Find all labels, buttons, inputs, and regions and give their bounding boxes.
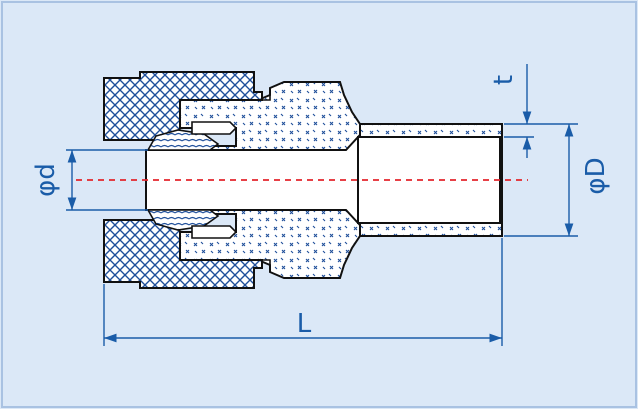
dimension-length: L bbox=[103, 238, 503, 346]
label-phi-D: φD bbox=[581, 157, 611, 194]
slot-top bbox=[191, 121, 238, 135]
dimension-thickness: t bbox=[489, 64, 534, 158]
slot-bottom bbox=[191, 225, 238, 239]
thread-step-top bbox=[254, 91, 271, 101]
dimension-phi-D: φD bbox=[504, 123, 611, 237]
label-thickness: t bbox=[489, 75, 519, 85]
dimension-phi-d: φd bbox=[31, 149, 148, 211]
label-length: L bbox=[297, 309, 312, 339]
thread-step-bottom bbox=[254, 259, 271, 269]
label-phi-d: φd bbox=[31, 163, 61, 197]
